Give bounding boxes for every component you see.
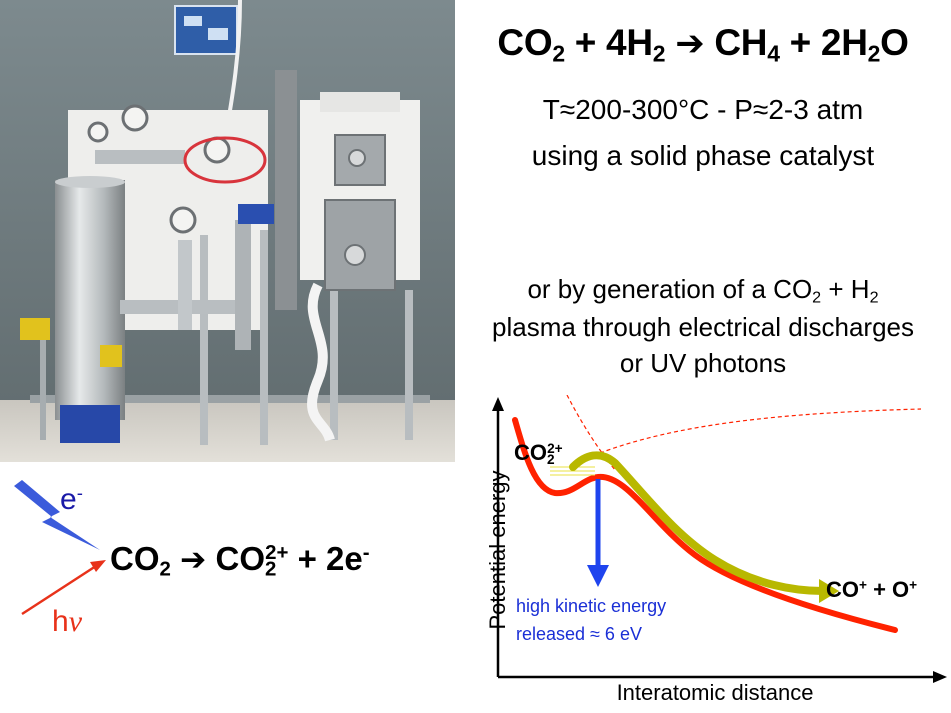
apparatus-illustration — [0, 0, 455, 462]
dissociation-arrow-icon — [819, 579, 839, 603]
equation-arrow-icon: ➔ — [180, 542, 207, 578]
electron-charge: - — [76, 482, 83, 503]
plasma-line-3: or UV photons — [619, 348, 787, 378]
apparatus-photo — [0, 0, 455, 462]
reaction-subscript: 2 — [652, 40, 666, 67]
reaction-conditions: T≈200-300°C - P≈2-3 atm — [542, 94, 864, 125]
methanation-reaction: CO2 + 4H2 ➔ CH4 + 2H2O — [455, 22, 951, 67]
photon-label: hν — [52, 605, 82, 639]
reaction-subscript: 2 — [552, 40, 565, 67]
ionization-graphics — [14, 480, 106, 616]
products-superscript: + — [859, 577, 867, 593]
potential-curve — [512, 417, 898, 633]
kinetic-energy-note-line-1: high kinetic energy — [516, 596, 667, 616]
reaction-text: + 2H — [779, 22, 868, 63]
x-axis-arrow-icon — [933, 671, 947, 683]
reaction-text: CO — [497, 22, 553, 63]
electron-label: e- — [60, 482, 83, 517]
plasma-subscript: 2 — [869, 288, 879, 307]
reaction-text: O — [880, 22, 909, 63]
photon-nu: ν — [68, 605, 83, 638]
dication-subscript: 2 — [547, 451, 555, 467]
plasma-subscript: 2 — [812, 288, 822, 307]
plasma-line-2: plasma through electrical discharges — [492, 312, 914, 342]
plasma-text: + H — [821, 274, 870, 304]
reaction-text: + 4H — [564, 22, 653, 63]
y-axis-label: Potential energy — [485, 470, 510, 630]
dication-text: CO — [514, 440, 547, 465]
reaction-arrow-icon: ➔ — [675, 23, 705, 64]
lightning-bolt-icon — [14, 480, 100, 550]
kinetic-energy-note-line-2: released ≈ 6 eV — [516, 624, 642, 644]
energy-release-arrow-icon — [587, 565, 609, 587]
y-axis-arrow-icon — [492, 397, 504, 411]
equation-text: + 2e — [288, 540, 363, 577]
x-axis-label: Interatomic distance — [616, 680, 814, 705]
photon-h: h — [52, 605, 69, 638]
ionization-equation: CO2 ➔ CO22+ + 2e- — [110, 540, 370, 582]
electron-symbol: e — [60, 483, 77, 517]
equation-subscript: 2 — [159, 557, 171, 581]
plasma-text: or by generation of a CO — [527, 274, 813, 304]
products-label: CO+ + O+ — [826, 577, 917, 603]
products-text: + O — [866, 577, 910, 602]
products-superscript: + — [909, 577, 918, 593]
equation-superscript: - — [362, 540, 370, 564]
dissociation-path — [569, 451, 827, 595]
dication-superscript: 2+ — [547, 440, 563, 456]
dication-label: CO22+ — [514, 440, 563, 467]
reaction-subscript: 2 — [867, 40, 881, 67]
equation-subscript: 2 — [264, 557, 277, 581]
equation-text: CO — [110, 540, 160, 577]
plasma-line-1: or by generation of a CO2 + H2 — [455, 271, 951, 316]
dashed-asymptote-curve — [599, 408, 922, 454]
reaction-subscript: 4 — [767, 40, 780, 67]
arrow-head-icon — [90, 560, 106, 572]
equation-text: CO — [206, 540, 265, 577]
potential-energy-diagram — [492, 395, 947, 683]
reaction-text: CH — [704, 22, 768, 63]
equation-superscript: 2+ — [265, 540, 289, 564]
catalyst-note: using a solid phase catalyst — [531, 140, 875, 171]
arrow-icon — [21, 564, 97, 616]
products-text: CO — [826, 577, 859, 602]
